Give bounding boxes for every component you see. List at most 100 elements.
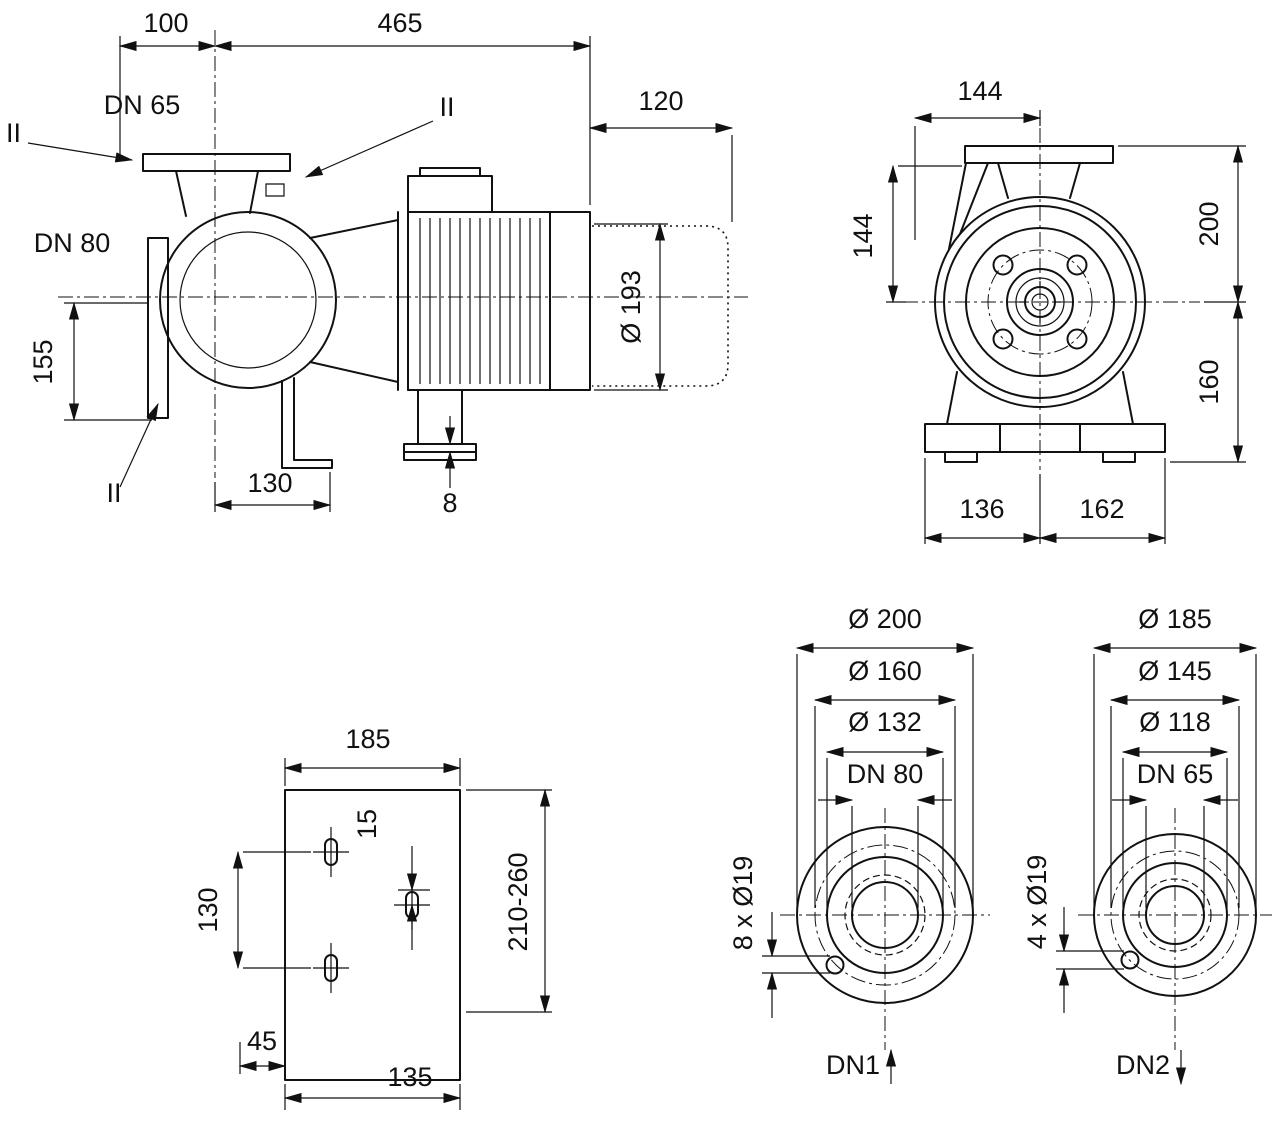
dim-text-100: 100 [143, 8, 188, 38]
volute-inner [179, 231, 317, 369]
ext-outer [1093, 654, 1257, 908]
dim-text-136: 136 [959, 494, 1004, 524]
ext-outer [796, 654, 974, 908]
section-marker-bottom: II [106, 478, 121, 508]
bore [1145, 885, 1205, 945]
base-plate [924, 423, 1166, 453]
section-marker-top-mid: II [439, 92, 454, 122]
ext-130 [243, 851, 311, 969]
hub-hidden [1138, 878, 1212, 952]
dim-text-465: 465 [377, 8, 422, 38]
ext-face [826, 758, 944, 908]
vent-plug [265, 183, 285, 197]
ext-bolt-circle [814, 706, 956, 908]
hub-outer [1006, 268, 1074, 336]
bolt-hole-se [1066, 328, 1088, 350]
bolt-hole-ne [1066, 254, 1088, 276]
dim-text-200: 200 [1194, 201, 1224, 246]
label-dn65: DN 65 [104, 90, 181, 120]
dim-text-outer: Ø 200 [848, 604, 922, 634]
hub-inner [1015, 277, 1065, 327]
bolt-hole-nw [992, 254, 1014, 276]
centerlines [780, 808, 990, 1050]
dim-text-face: Ø 132 [848, 707, 922, 737]
port-label-dn1: DN1 [826, 1050, 880, 1080]
dim-text-face: Ø 118 [1139, 707, 1211, 737]
bolt-circle-chain [987, 249, 1093, 355]
dim-text-holes: 4 x Ø19 [1022, 855, 1052, 950]
dim-text-185: 185 [345, 724, 390, 754]
motor-fins [419, 218, 541, 384]
raised-face [826, 856, 944, 974]
base-pads [944, 451, 1136, 463]
drain-pipe [281, 377, 333, 469]
bolt-circle [814, 844, 956, 986]
bolt-hole [1120, 950, 1140, 970]
flange-outer [1093, 833, 1257, 997]
flange-dn65-view: Ø 185 Ø 145 Ø 118 DN 65 4 x Ø19 DN2 [1022, 604, 1272, 1086]
flange-face [965, 227, 1115, 377]
section-leader-top-left [27, 142, 134, 163]
port-label-dn2: DN2 [1116, 1050, 1170, 1080]
dim-text-range: 210-260 [503, 852, 533, 951]
ext-lines-top [119, 36, 733, 222]
bolt-hole-sw [992, 328, 1014, 350]
slot-crosshair-1 [313, 827, 349, 877]
ext-bore [1145, 806, 1205, 908]
top-flange [964, 145, 1114, 199]
center-ext [886, 110, 1246, 544]
dim-text-120: 120 [638, 86, 683, 116]
motor-foot [403, 389, 477, 461]
motor-flange [397, 211, 409, 391]
casing-inner [943, 205, 1137, 399]
section-leader-top-mid [304, 120, 434, 178]
ext-range [466, 789, 552, 1013]
raised-face [1122, 862, 1228, 968]
dim-text-135: 135 [387, 1062, 432, 1092]
ext-135 [284, 1084, 461, 1110]
feet-legs [946, 371, 1134, 425]
centerlines [58, 30, 748, 478]
base-plan-view: 185 130 15 210-260 45 135 [193, 724, 552, 1110]
casing-outer [934, 196, 1146, 408]
slot-crosshair-2 [313, 943, 349, 993]
ext-lines-155 [64, 302, 152, 421]
motor-body [407, 211, 591, 391]
ext-185 [284, 758, 461, 786]
ext-face [1122, 758, 1228, 908]
support-bracket [948, 162, 989, 250]
section-marker-top-left: II [6, 118, 21, 148]
centerlines [903, 128, 1200, 470]
dim-text-8: 8 [442, 488, 457, 518]
dim-text-holes: 8 x Ø19 [728, 856, 758, 951]
label-dn80: DN 80 [34, 228, 111, 258]
dim-text-162: 162 [1079, 494, 1124, 524]
flange-dn80-view: Ø 200 Ø 160 Ø 132 DN 80 8 x Ø19 DN1 [728, 604, 990, 1084]
lantern [309, 219, 399, 383]
dim-text-45: 45 [247, 1026, 277, 1056]
dim-text-130: 130 [193, 887, 223, 932]
dim-text-bolt-circle: Ø 160 [848, 656, 922, 686]
dim-text-bore: DN 65 [1137, 759, 1214, 789]
dim-text-144-side: 144 [848, 213, 878, 258]
flange-outer [796, 826, 974, 1004]
dim-text-bore: DN 80 [847, 759, 924, 789]
bore [851, 881, 919, 949]
dim-text-144-top: 144 [957, 76, 1002, 106]
dim-text-bolt-circle: Ø 145 [1138, 656, 1212, 686]
hub-hidden [844, 874, 926, 956]
plate-outline [284, 789, 461, 1081]
front-view: 144 144 200 160 136 162 [848, 76, 1246, 544]
dim-text-130: 130 [247, 468, 292, 498]
ext-bolt-circle [1110, 706, 1240, 908]
shaft-core [1031, 293, 1049, 311]
shaft-spline-ticks [1019, 281, 1061, 323]
side-view: 100 465 120 DN 65 DN 80 155 Ø 193 130 8 … [6, 8, 748, 518]
dim-text-155: 155 [28, 339, 58, 384]
dim-text-193: Ø 193 [616, 270, 646, 344]
terminal-box [407, 167, 493, 213]
ext-bore [851, 806, 919, 908]
ext-136-162 [924, 458, 1166, 544]
